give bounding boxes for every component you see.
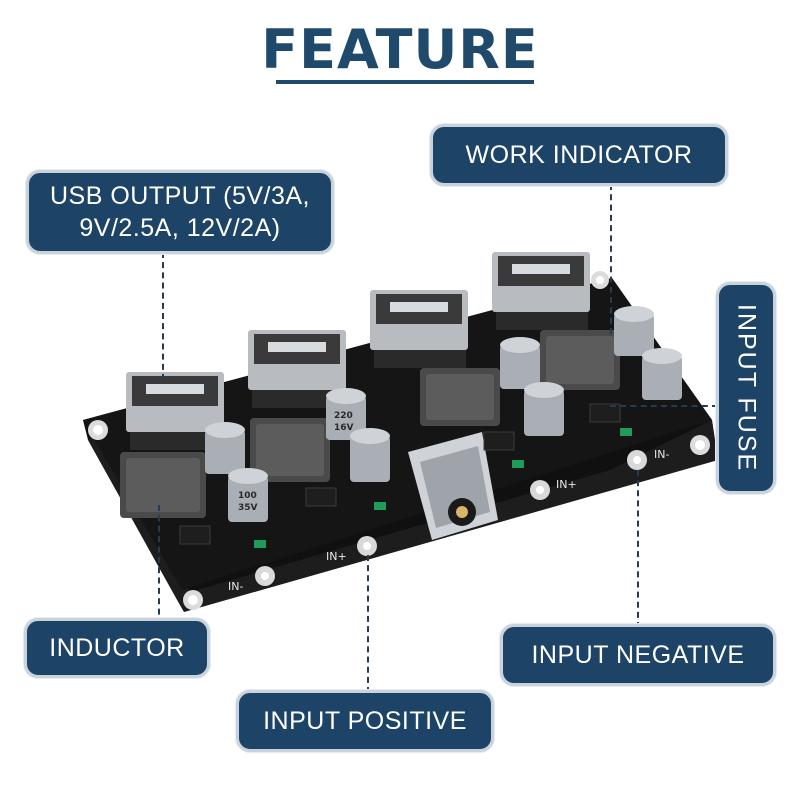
label-in-minus-left: IN-: [228, 580, 243, 593]
capacitors: 100 35V 220 16V: [205, 306, 682, 522]
title-underline: [276, 80, 534, 84]
callout-usb-output: USB OUTPUT (5V/3A, 9V/2.5A, 12V/2A): [26, 170, 334, 254]
usb-port-3: [370, 290, 468, 368]
cap-label-16v: 16V: [334, 423, 354, 433]
input-pads: [255, 450, 647, 586]
callout-usb-output-line2: 9V/2.5A, 12V/2A): [79, 214, 281, 242]
label-in-plus-right: IN+: [556, 478, 577, 491]
label-in-plus-left: IN+: [326, 550, 347, 563]
callout-input-positive: INPUT POSITIVE: [236, 690, 494, 752]
callout-work-indicator: WORK INDICATOR: [430, 124, 728, 186]
guide-inductor: [158, 505, 160, 625]
smd-components: [179, 403, 621, 545]
usb-port-2: [248, 330, 346, 408]
guide-input-negative: [637, 470, 639, 628]
inductors: [120, 330, 620, 518]
dc-jack: [408, 432, 498, 540]
callout-inductor-label: INDUCTOR: [49, 633, 185, 662]
cap-label-35v: 35V: [238, 503, 258, 513]
callout-usb-output-line1: USB OUTPUT (5V/3A,: [50, 181, 310, 210]
callout-input-fuse: INPUT FUSE: [716, 282, 776, 494]
work-indicator-leds: [254, 428, 632, 548]
page-title: FEATURE: [261, 18, 539, 81]
cap-label-220: 220: [334, 411, 353, 421]
callout-input-negative: INPUT NEGATIVE: [500, 624, 776, 686]
guide-input-fuse: [610, 405, 718, 407]
callout-inductor: INDUCTOR: [24, 618, 210, 678]
usb-port-4: [492, 252, 590, 330]
callout-input-positive-label: INPUT POSITIVE: [263, 706, 467, 735]
callout-input-negative-label: INPUT NEGATIVE: [531, 640, 745, 669]
label-in-minus-right: IN-: [654, 448, 669, 461]
guide-work-indicator: [610, 184, 612, 334]
guide-usb-output: [162, 252, 164, 380]
mounting-holes: [88, 271, 710, 610]
guide-input-positive: [367, 555, 369, 693]
callout-work-indicator-label: WORK INDICATOR: [465, 140, 693, 169]
cap-label-100: 100: [238, 491, 257, 501]
callout-input-fuse-label: INPUT FUSE: [732, 303, 761, 473]
usb-port-1: [126, 372, 224, 450]
